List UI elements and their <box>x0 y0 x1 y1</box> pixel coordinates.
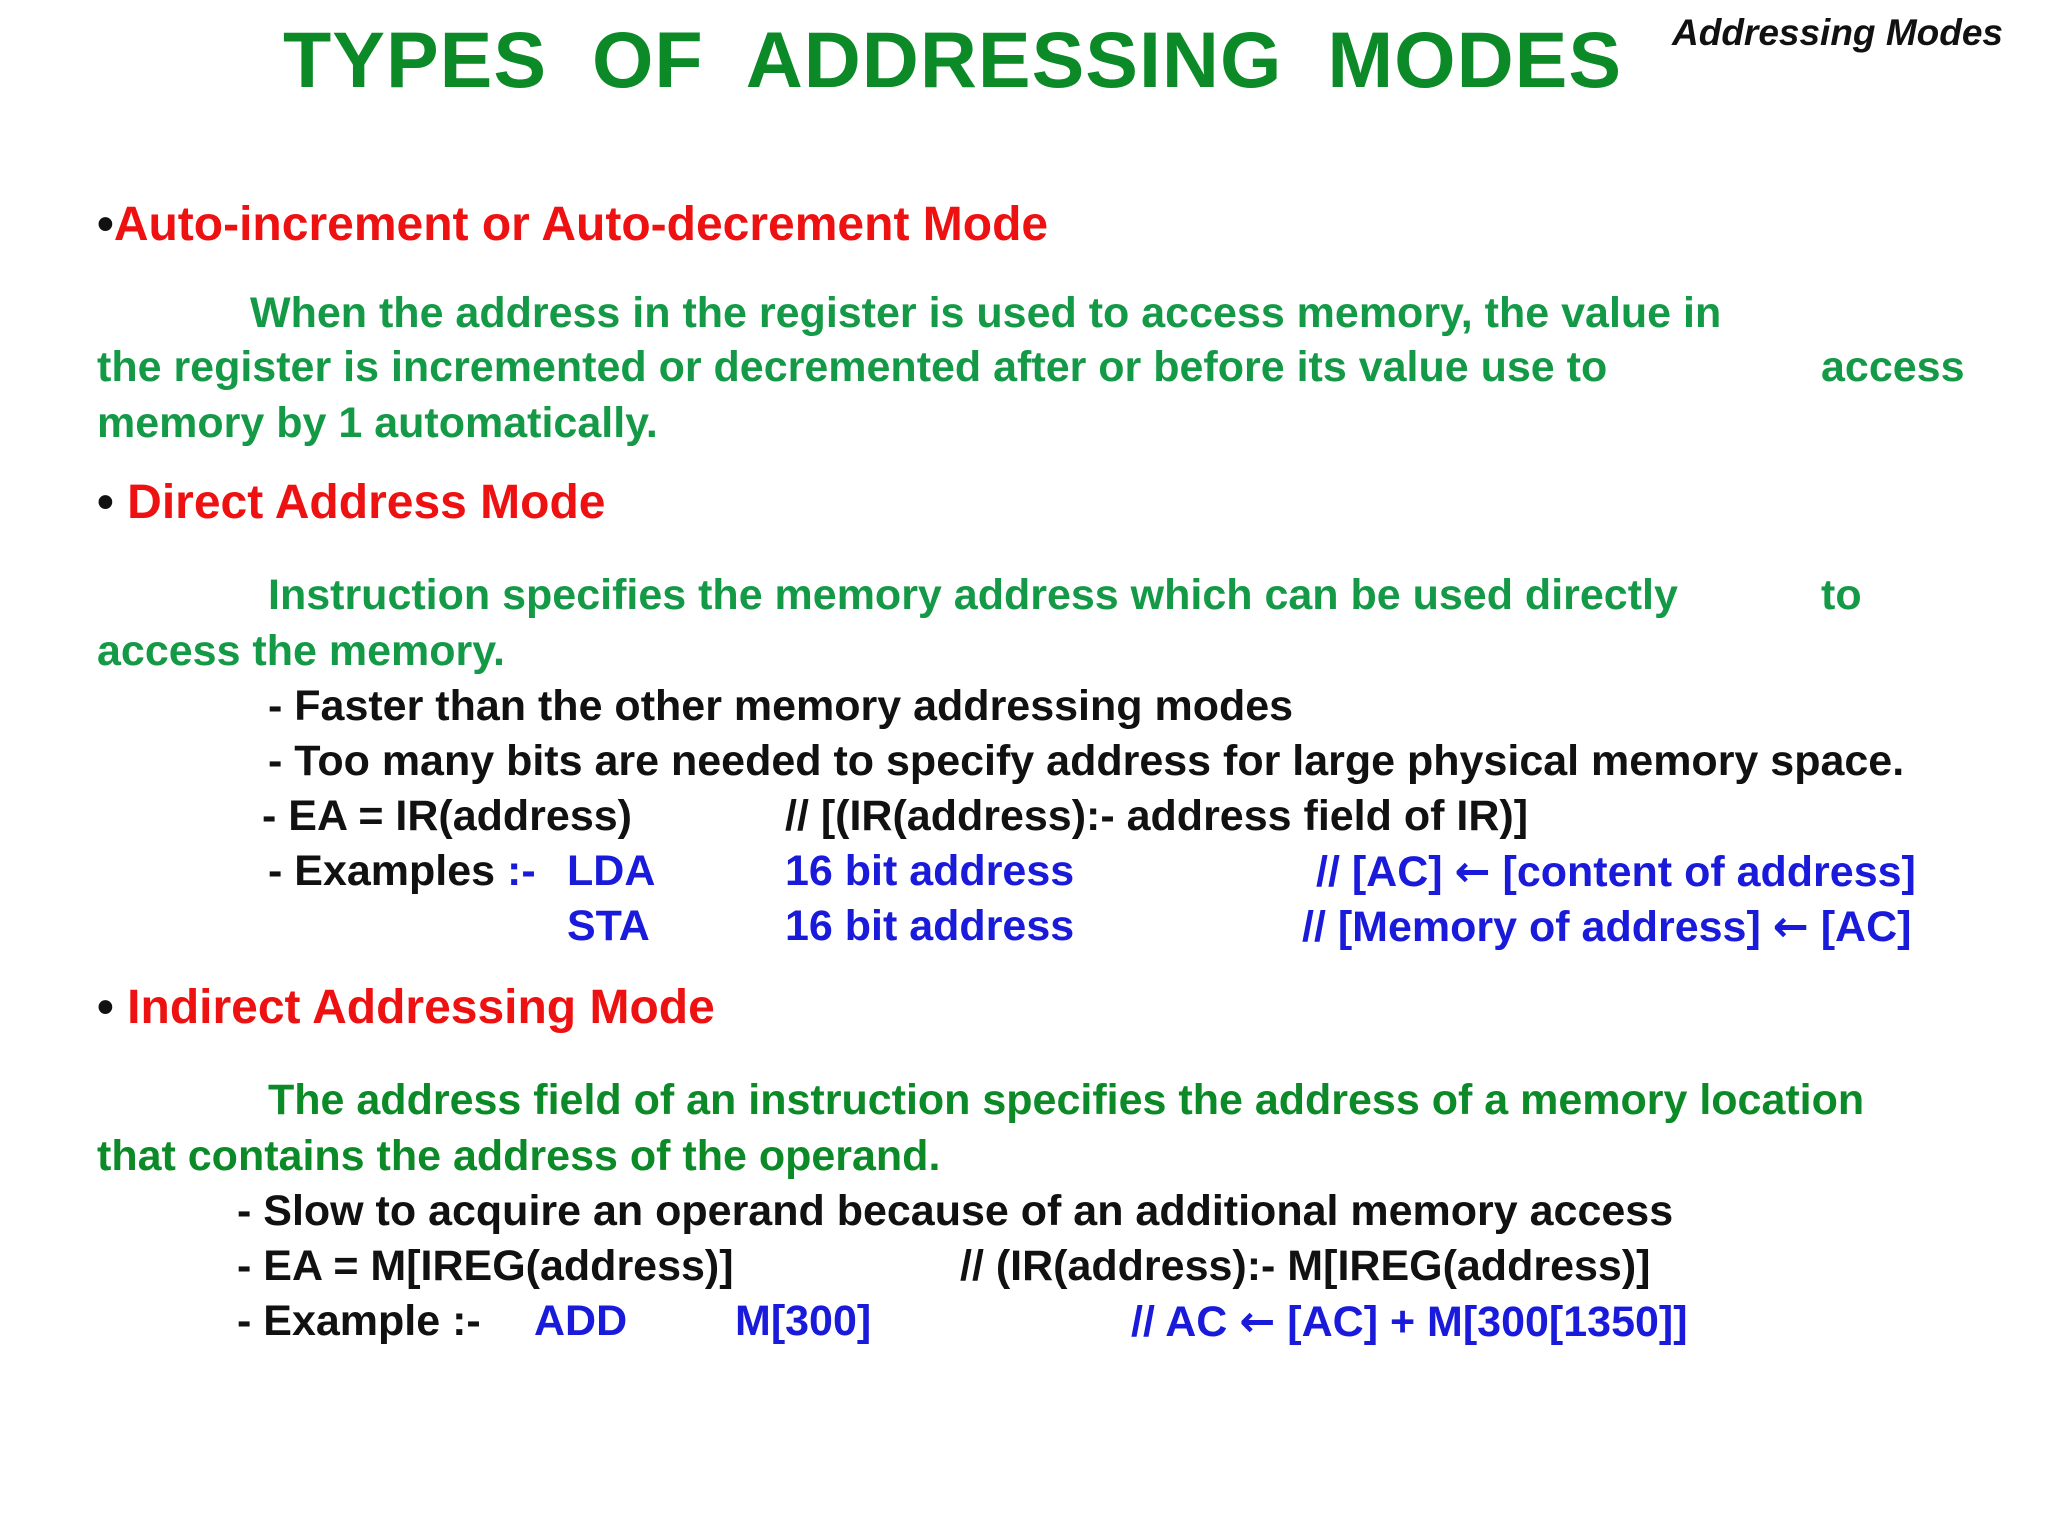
left-arrow-icon: ← <box>1772 902 1809 952</box>
direct-point-1: - Faster than the other memory addressin… <box>268 682 1294 730</box>
indirect-point-1: - Slow to acquire an operand because of … <box>237 1187 1674 1235</box>
bullet: • <box>97 476 114 529</box>
direct-mode-title: Direct Address Mode <box>127 476 606 529</box>
example-operand-lda: 16 bit address <box>785 847 1075 895</box>
indirect-example-comment: // AC ← [AC] + M[300[1350]] <box>1131 1297 1688 1347</box>
direct-desc-line-1: Instruction specifies the memory address… <box>268 571 1678 619</box>
indirect-ea-formula: - EA = M[IREG(address)] <box>237 1242 734 1290</box>
examples-separator: :- <box>507 847 536 895</box>
auto-mode-title: Auto-increment or Auto-decrement Mode <box>113 198 1049 251</box>
slide-topic-label: Addressing Modes <box>1672 12 2003 53</box>
example-comment-sta: // [Memory of address] ← [AC] <box>1302 902 1911 952</box>
indirect-desc-line-1: The address field of an instruction spec… <box>268 1076 1865 1124</box>
comment-prefix: // <box>1131 1298 1166 1346</box>
example-op-lda: LDA <box>567 847 656 895</box>
direct-desc-line-1-end: to <box>1821 571 1862 619</box>
comment-prefix: // <box>1316 848 1352 896</box>
auto-desc-line-1: When the address in the register is used… <box>250 289 1722 337</box>
indirect-example-operand: M[300] <box>735 1297 872 1345</box>
indirect-example-label: - Example :- <box>237 1297 481 1345</box>
direct-ea-comment: // [(IR(address):- address field of IR)] <box>785 792 1529 840</box>
comment-rhs: [AC] + M[300[1350]] <box>1287 1298 1688 1346</box>
indirect-mode-heading: • Indirect Addressing Mode <box>97 980 715 1035</box>
direct-examples-label: - Examples :- <box>268 847 536 896</box>
comment-lhs: AC <box>1165 1298 1228 1346</box>
indirect-desc-line-2: that contains the address of the operand… <box>97 1132 941 1180</box>
direct-mode-heading: • Direct Address Mode <box>97 475 606 530</box>
bullet: • <box>97 981 114 1034</box>
indirect-example-op: ADD <box>534 1297 628 1345</box>
left-arrow-icon: ← <box>1454 847 1491 897</box>
direct-point-2: - Too many bits are needed to specify ad… <box>268 737 1905 785</box>
indirect-ea-comment: // (IR(address):- M[IREG(address)] <box>960 1242 1651 1290</box>
auto-desc-line-3: memory by 1 automatically. <box>97 399 658 447</box>
comment-prefix: // <box>1302 903 1338 951</box>
examples-label-text: - Examples <box>268 847 507 895</box>
example-operand-sta: 16 bit address <box>785 902 1075 950</box>
indirect-mode-title: Indirect Addressing Mode <box>127 981 715 1034</box>
comment-rhs: [content of address] <box>1502 848 1916 896</box>
comment-lhs: [AC] <box>1351 848 1443 896</box>
direct-ea-formula: - EA = IR(address) <box>262 792 632 840</box>
auto-desc-line-2-end: access <box>1821 343 1965 391</box>
comment-rhs: [AC] <box>1820 903 1912 951</box>
auto-desc-line-2: the register is incremented or decrement… <box>97 343 1608 391</box>
auto-mode-heading: •Auto-increment or Auto-decrement Mode <box>97 197 1048 252</box>
example-comment-lda: // [AC] ← [content of address] <box>1316 847 1916 897</box>
left-arrow-icon: ← <box>1239 1297 1276 1347</box>
direct-desc-line-2: access the memory. <box>97 627 505 675</box>
comment-lhs: [Memory of address] <box>1337 903 1761 951</box>
example-op-sta: STA <box>567 902 650 950</box>
bullet: • <box>97 198 114 251</box>
page-title: TYPES OF ADDRESSING MODES <box>283 15 1623 104</box>
